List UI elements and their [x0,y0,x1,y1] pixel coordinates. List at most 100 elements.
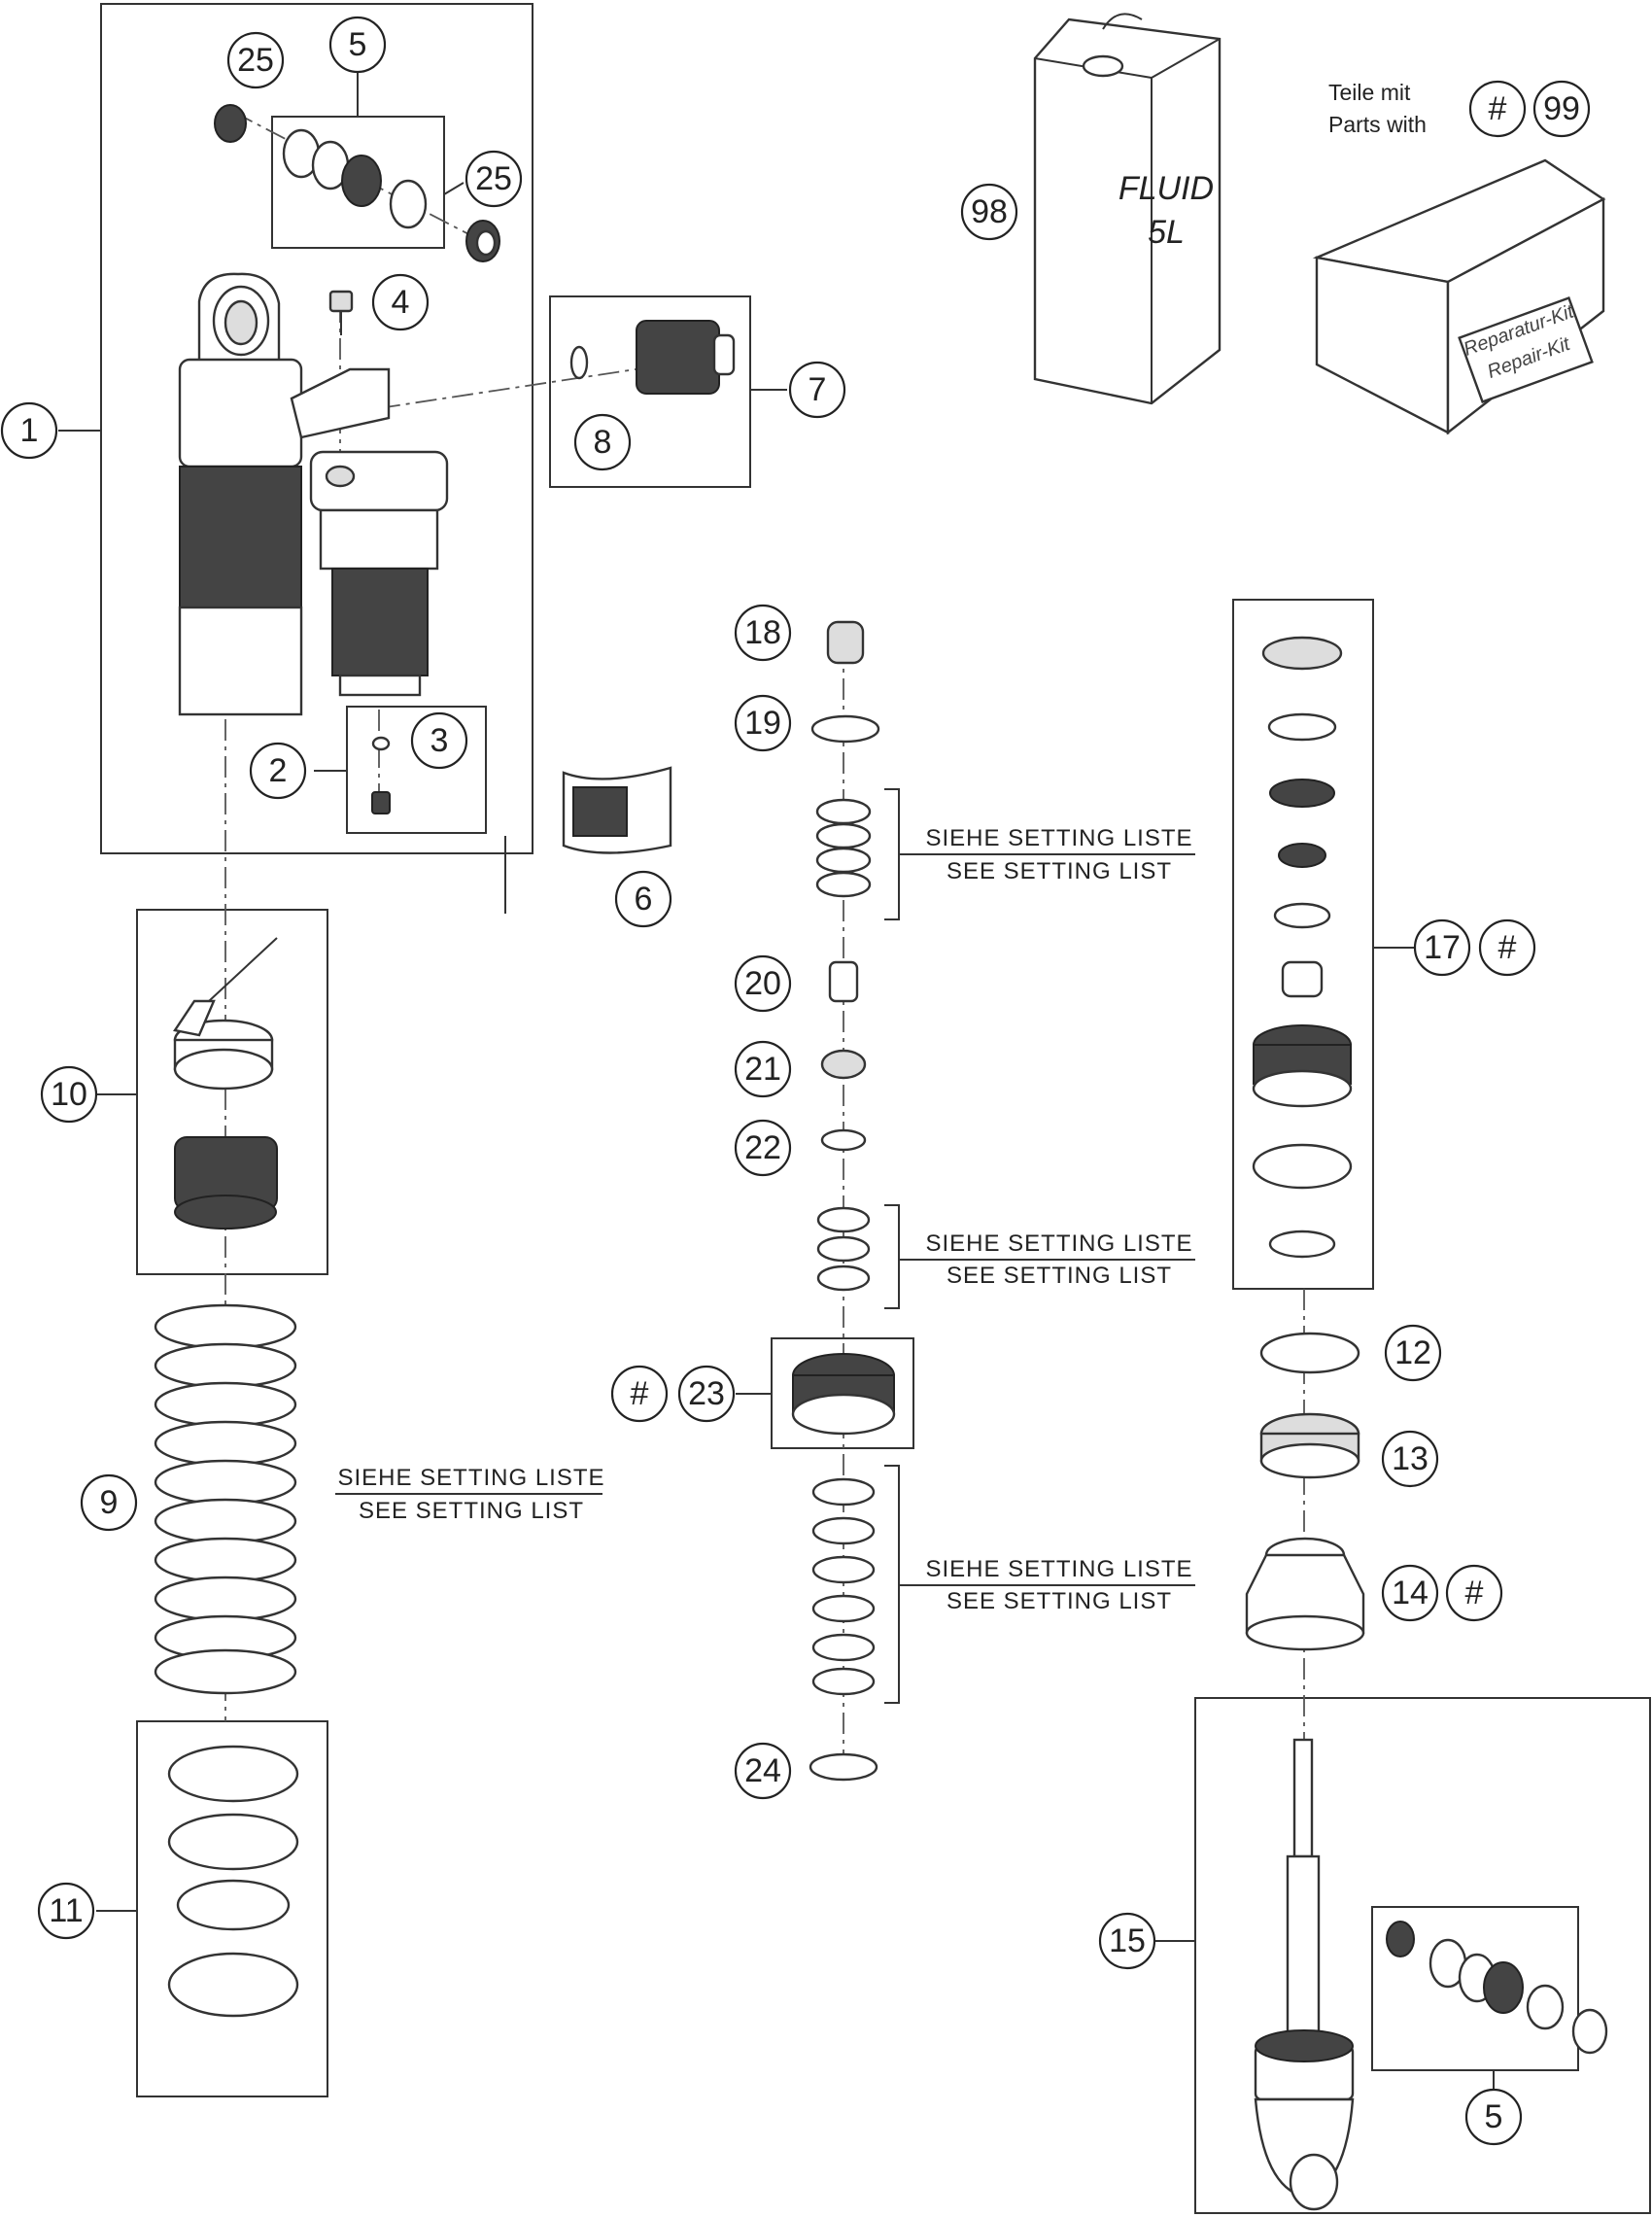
kit-legend-de: Teile mit [1328,80,1411,105]
piston-rod-part-15 [1254,1738,1355,2211]
callout-22: 22 [734,1119,792,1177]
svg-text:SIEHE SETTING LISTE: SIEHE SETTING LISTE [925,1556,1192,1582]
callout-19: 19 [734,694,792,752]
callout-17: 17 [1413,918,1471,977]
callout-1: 1 [0,401,58,460]
callout-11: 11 [37,1882,95,1940]
svg-text:19: 19 [744,705,781,742]
callout-7: 7 [788,361,846,419]
svg-text:2: 2 [269,752,288,789]
setting-note-2: SIEHE SETTING LISTE SEE SETTING LIST [925,1230,1192,1289]
fluid-can-part-98: FLUID 5L [1033,13,1222,405]
svg-text:SEE SETTING LIST: SEE SETTING LIST [946,1588,1172,1614]
group-box-shock-absorber [100,3,533,854]
callout-10: 10 [40,1065,98,1124]
svg-text:13: 13 [1392,1440,1428,1477]
svg-text:21: 21 [744,1051,781,1088]
bleed-screw-part-2 [371,736,391,814]
callout-8: 8 [573,413,632,471]
callout-20: 20 [734,954,792,1013]
svg-text:5: 5 [349,26,367,63]
fluid-can-label-line1: FLUID [1119,170,1214,207]
svg-text:14: 14 [1392,1575,1428,1611]
svg-text:SEE SETTING LIST: SEE SETTING LIST [946,1263,1172,1289]
svg-text:25: 25 [475,160,512,197]
group-box-spring-retainer [136,909,328,1275]
spring-seats-part-11 [167,1745,299,2018]
svg-text:SEE SETTING LIST: SEE SETTING LIST [946,858,1172,884]
callout-25-left: 25 [226,31,285,89]
callout-3: 3 [410,711,468,770]
callout-9: 9 [80,1473,138,1532]
callout-21: 21 [734,1040,792,1098]
svg-text:9: 9 [100,1484,119,1521]
svg-text:SIEHE SETTING LISTE: SIEHE SETTING LISTE [925,1230,1192,1257]
seal-stack-right [1245,636,1365,1651]
callout-hash-17: # [1478,918,1536,977]
svg-text:12: 12 [1394,1334,1431,1371]
callout-5-top: 5 [328,16,387,74]
bearing-kit-top [214,104,500,262]
callout-2: 2 [249,742,307,800]
svg-text:25: 25 [237,42,274,79]
callout-hash-legend: # [1468,80,1527,138]
group-box-bearing-kit-bottom [1371,1906,1579,2071]
kit-legend-en: Parts with [1328,112,1427,137]
svg-text:7: 7 [809,371,827,408]
svg-text:10: 10 [51,1076,87,1113]
svg-text:6: 6 [635,881,653,918]
callout-13: 13 [1381,1430,1439,1488]
svg-text:20: 20 [744,965,781,1002]
spring-retainer-part-10 [173,937,278,1230]
callout-hash-14: # [1445,1564,1503,1622]
group-box-seal-kit [1232,599,1374,1290]
svg-text:SEE SETTING LIST: SEE SETTING LIST [359,1498,584,1524]
svg-text:99: 99 [1543,90,1580,127]
svg-text:5: 5 [1485,2098,1503,2135]
callout-4: 4 [371,273,430,331]
setting-note-3: SIEHE SETTING LISTE SEE SETTING LIST [925,1556,1192,1614]
group-box-spring-seats [136,1720,328,2097]
svg-text:SIEHE SETTING LISTE: SIEHE SETTING LISTE [925,825,1192,851]
group-box-piston-rod [1194,1697,1651,2214]
screw-part-4 [328,290,354,335]
svg-text:15: 15 [1109,1923,1146,1959]
callout-18: 18 [734,604,792,662]
callout-15: 15 [1098,1912,1156,1970]
svg-text:SIEHE SETTING LISTE: SIEHE SETTING LISTE [337,1465,604,1491]
svg-text:8: 8 [594,424,612,461]
callout-24: 24 [734,1742,792,1800]
callout-6: 6 [614,870,672,928]
svg-text:4: 4 [392,284,410,321]
spring-part-9 [154,1303,297,1695]
svg-text:#: # [1498,929,1517,966]
callout-14: 14 [1381,1564,1439,1622]
bearing-kit-bottom [1386,1921,1608,2055]
callout-5-bottom: 5 [1464,2088,1523,2146]
svg-text:17: 17 [1424,929,1461,966]
svg-text:#: # [1489,90,1507,127]
callout-hash-23: # [610,1365,669,1423]
svg-text:98: 98 [971,193,1008,230]
fluid-can-label-line2: 5L [1148,214,1185,251]
shock-absorber-body [178,272,449,716]
svg-text:22: 22 [744,1129,781,1166]
setting-note-1: SIEHE SETTING LISTE SEE SETTING LIST [925,825,1192,884]
svg-text:1: 1 [20,412,39,449]
sticker-part-6 [562,766,672,854]
setting-note-4: SIEHE SETTING LISTE SEE SETTING LIST [337,1465,604,1524]
svg-text:23: 23 [688,1375,725,1412]
callout-12: 12 [1384,1324,1442,1382]
svg-text:18: 18 [744,614,781,651]
callout-99: 99 [1532,80,1591,138]
svg-text:11: 11 [49,1892,83,1929]
callout-23: 23 [677,1365,736,1423]
svg-text:24: 24 [744,1752,781,1789]
repair-kit-box-part-99: Reparatur-Kit Repair-Kit [1312,158,1606,435]
callout-25-right: 25 [465,150,523,208]
adjuster-part-7 [569,320,736,395]
svg-text:#: # [1465,1575,1484,1611]
shim-stack-center [791,620,896,1782]
callout-98: 98 [960,183,1018,241]
